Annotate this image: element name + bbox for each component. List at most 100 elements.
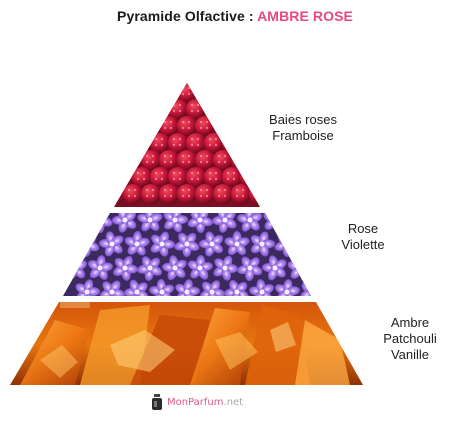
flower-shape: [199, 280, 225, 296]
raspberry-highlight: [205, 194, 209, 198]
raspberry-shape: [195, 184, 215, 204]
raspberry-shape: [159, 116, 179, 136]
raspberry-highlight: [133, 160, 137, 164]
raspberry-highlight: [235, 120, 239, 124]
raspberry-highlight: [190, 137, 194, 141]
flower-shape: [63, 213, 88, 233]
raspberry-shape: [141, 150, 161, 170]
raspberry-shape: [132, 167, 152, 187]
raspberry-shape: [177, 83, 197, 102]
raspberry-highlight: [235, 154, 239, 158]
raspberry-highlight: [110, 155, 112, 157]
raspberry-highlight: [163, 120, 167, 124]
raspberry-shape: [141, 116, 161, 136]
raspberry-shape: [249, 83, 260, 102]
raspberry-highlight: [154, 103, 158, 107]
raspberry-highlight: [163, 160, 167, 164]
raspberry-highlight: [232, 171, 236, 175]
raspberry-highlight: [187, 154, 191, 158]
raspberry-highlight: [145, 120, 149, 124]
perfume-bottle-icon: [152, 394, 162, 410]
raspberry-highlight: [232, 109, 236, 113]
logo-text: MonParfum.net: [167, 396, 244, 408]
raspberry-highlight: [241, 188, 245, 192]
raspberry-highlight: [217, 154, 221, 158]
raspberry-shape: [186, 99, 206, 119]
raspberry-highlight: [208, 137, 212, 141]
raspberry-highlight: [259, 194, 260, 198]
raspberry-highlight: [127, 194, 131, 198]
raspberry-shape: [195, 116, 215, 136]
raspberry-highlight: [217, 120, 221, 124]
raspberry-highlight: [160, 143, 164, 147]
raspberry-highlight: [269, 178, 271, 180]
raspberry-shape: [132, 99, 152, 119]
flower-shape: [237, 256, 263, 281]
raspberry-highlight: [253, 120, 257, 124]
raspberry-shape: [150, 99, 170, 119]
raspberry-highlight: [145, 160, 149, 164]
note-label: Framboise: [272, 128, 334, 143]
raspberry-highlight: [133, 194, 137, 198]
raspberry-highlight: [196, 137, 200, 141]
raspberry-highlight: [241, 160, 245, 164]
raspberry-highlight: [154, 109, 158, 113]
raspberry-highlight: [217, 126, 221, 130]
flower-shape: [224, 280, 249, 296]
raspberry-highlight: [196, 171, 200, 175]
raspberry-shape: [141, 184, 161, 204]
raspberry-highlight: [269, 104, 271, 106]
raspberry-highlight: [115, 188, 119, 192]
raspberry-shape: [240, 133, 260, 153]
raspberry-highlight: [124, 171, 128, 175]
raspberry-highlight: [187, 194, 191, 198]
flower-shape: [137, 213, 163, 232]
raspberry-highlight: [115, 160, 119, 164]
raspberry-highlight: [142, 177, 146, 181]
raspberry-highlight: [118, 177, 122, 181]
raspberry-highlight: [118, 103, 122, 107]
raspberry-highlight: [223, 86, 227, 90]
raspberry-highlight: [232, 143, 236, 147]
raspberry-highlight: [214, 137, 218, 141]
raspberry-highlight: [181, 188, 185, 192]
raspberry-highlight: [169, 120, 173, 124]
flower-shape: [262, 255, 287, 281]
raspberry-highlight: [163, 126, 167, 130]
raspberry-highlight: [163, 194, 167, 198]
raspberry-shape: [213, 83, 233, 102]
raspberry-highlight: [187, 126, 191, 130]
flower-shape: [199, 231, 224, 257]
raspberry-highlight: [124, 103, 128, 107]
flower-shape: [237, 213, 263, 232]
flower-shape: [150, 231, 175, 257]
raspberry-highlight: [190, 143, 194, 147]
raspberry-highlight: [181, 120, 185, 124]
raspberry-shape: [231, 184, 251, 204]
raspberry-shape: [213, 150, 233, 170]
raspberry-highlight: [187, 92, 191, 96]
raspberry-highlight: [235, 92, 239, 96]
raspberry-highlight: [127, 92, 131, 96]
raspberry-highlight: [160, 171, 164, 175]
raspberry-shape: [123, 116, 143, 136]
raspberry-highlight: [208, 171, 212, 175]
raspberry-highlight: [269, 144, 271, 146]
raspberry-highlight: [145, 92, 149, 96]
raspberry-highlight: [205, 188, 209, 192]
raspberry-highlight: [232, 103, 236, 107]
raspberry-highlight: [199, 86, 203, 90]
raspberry-highlight: [244, 103, 248, 107]
raspberry-highlight: [181, 92, 185, 96]
raspberry-highlight: [241, 86, 245, 90]
raspberry-highlight: [136, 143, 140, 147]
flower-shape: [249, 279, 274, 296]
raspberry-highlight: [124, 137, 128, 141]
raspberry-highlight: [199, 92, 203, 96]
raspberry-shape: [249, 150, 260, 170]
raspberry-shape: [114, 184, 125, 204]
raspberry-shape: [132, 133, 152, 153]
raspberry-shape: [204, 167, 224, 187]
raspberry-highlight: [178, 137, 182, 141]
flower-shape: [75, 279, 100, 296]
